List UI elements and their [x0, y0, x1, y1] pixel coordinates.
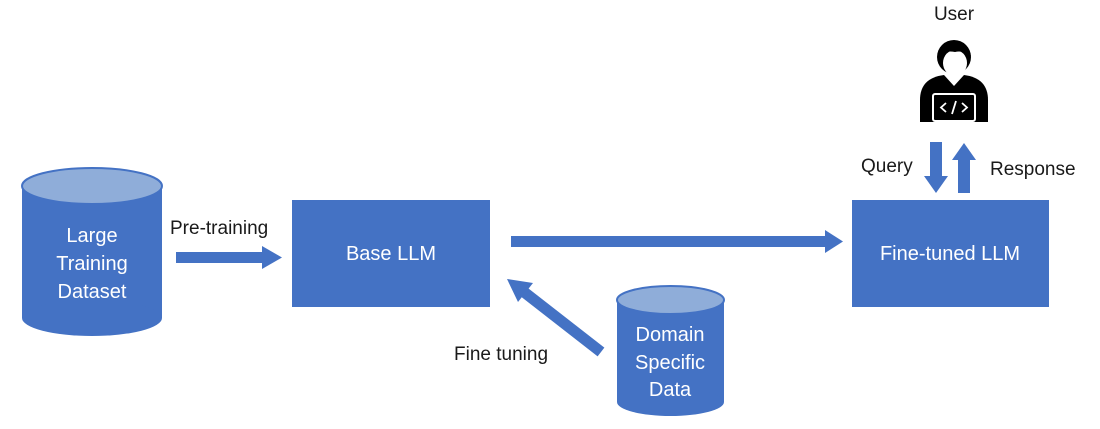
- user-coding-icon: [920, 40, 988, 122]
- user-label: User: [934, 4, 975, 25]
- query-label: Query: [861, 156, 913, 177]
- dataset-label-line1: Large: [66, 225, 117, 247]
- base-to-finetuned-arrow: [511, 230, 843, 253]
- fine-tuning-label: Fine tuning: [454, 344, 548, 365]
- finetuned-llm-label: Fine-tuned LLM: [880, 243, 1020, 265]
- pretraining-label: Pre-training: [170, 218, 268, 239]
- dataset-label-line3: Dataset: [58, 281, 127, 303]
- domain-data-cylinder: Domain Specific Data: [616, 285, 725, 416]
- response-arrow: [952, 143, 976, 193]
- dataset-cylinder: Large Training Dataset: [21, 167, 163, 336]
- finetuned-llm-box: Fine-tuned LLM: [852, 200, 1049, 307]
- response-label: Response: [990, 159, 1076, 180]
- query-arrow: [924, 142, 948, 193]
- base-llm-box: Base LLM: [292, 200, 490, 307]
- dataset-label-line2: Training: [56, 253, 128, 275]
- fine-tuning-arrow: [507, 279, 605, 357]
- domain-data-label-line3: Data: [649, 379, 692, 401]
- domain-data-label-line2: Specific: [635, 352, 705, 374]
- base-llm-label: Base LLM: [346, 243, 436, 265]
- domain-data-label-line1: Domain: [636, 324, 705, 346]
- pretraining-arrow: [176, 246, 282, 269]
